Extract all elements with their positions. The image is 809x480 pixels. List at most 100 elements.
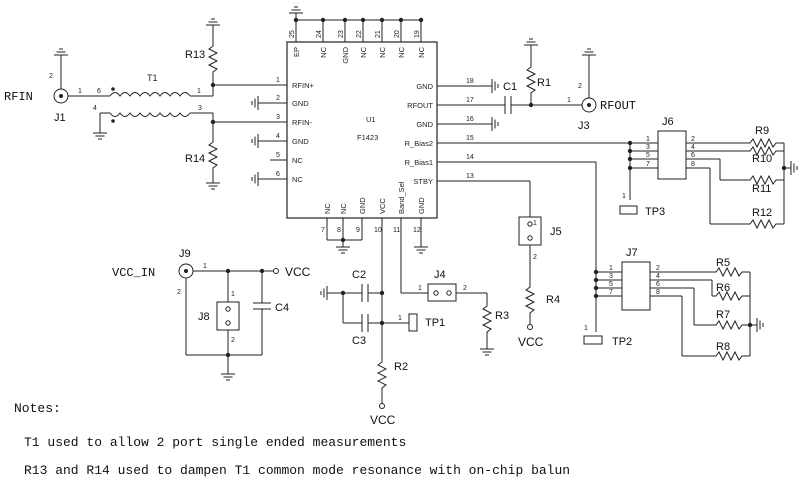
ref-c4: C4: [275, 302, 289, 314]
pin-name: NC: [319, 46, 328, 57]
svg-text:2: 2: [463, 285, 467, 292]
net-rfin: RFIN: [4, 90, 33, 104]
pin-name: VCC: [378, 198, 387, 214]
pin-num: 11: [393, 227, 400, 234]
net-vcc-r4: VCC: [518, 335, 544, 349]
net-vcc-r2: VCC: [370, 413, 396, 427]
svg-text:3: 3: [198, 105, 202, 112]
pin-num: 2: [276, 95, 280, 102]
vcc-input-section: J9 VCC_IN 1 VCC 2 1 J8 2 C4: [112, 248, 311, 381]
svg-text:2: 2: [691, 136, 695, 143]
ref-j1: J1: [54, 112, 66, 124]
svg-text:1: 1: [584, 325, 588, 332]
ref-j8: J8: [198, 311, 210, 323]
pin-name: GND: [292, 137, 309, 146]
pin-num: 20: [394, 30, 401, 38]
pin-name: STBY: [413, 177, 433, 186]
ic-part: F1423: [357, 133, 378, 142]
pin-name: NC: [292, 156, 303, 165]
ic-left-pins: 1 2 3 4 5 6 RFIN+ GND RFIN- GND NC NC: [213, 77, 314, 187]
svg-text:4: 4: [656, 273, 660, 280]
ref-r2: R2: [394, 361, 408, 373]
pin-num: 23: [338, 30, 345, 38]
ref-r11: R11: [752, 183, 771, 195]
ref-c2: C2: [352, 269, 366, 281]
svg-text:4: 4: [93, 105, 97, 112]
ref-j3: J3: [578, 120, 590, 132]
svg-text:1: 1: [418, 285, 422, 292]
ref-tp2: TP2: [612, 336, 632, 348]
ref-r12: R12: [752, 207, 772, 219]
pin-name: R_Bias2: [405, 139, 433, 148]
pin-num: 4: [276, 133, 280, 140]
pin-name: NC: [417, 46, 426, 57]
pin-name: NC: [292, 175, 303, 184]
ref-r7: R7: [716, 309, 730, 321]
ref-r6: R6: [716, 282, 730, 294]
svg-text:4: 4: [691, 144, 695, 151]
svg-text:7: 7: [646, 161, 650, 168]
ref-r14: R14: [185, 153, 205, 165]
svg-text:1: 1: [567, 97, 571, 104]
ref-r1: R1: [537, 77, 551, 89]
ref-tp1: TP1: [425, 317, 445, 329]
net-vcc-in-label: VCC: [285, 265, 311, 279]
svg-text:1: 1: [533, 220, 537, 227]
svg-text:1: 1: [609, 265, 613, 272]
pin-name: RFIN-: [292, 118, 312, 127]
svg-text:1: 1: [398, 315, 402, 322]
pin-name: GND: [416, 120, 433, 129]
ic-right-pins: 18 17 16 15 14 13 GND RFOUT GND R_Bias2 …: [405, 78, 630, 186]
band-select-section: 1 J4 2 R3: [401, 269, 509, 356]
svg-text:2: 2: [49, 73, 53, 80]
pin-num: 24: [316, 30, 323, 38]
pin-num: 17: [466, 97, 474, 104]
ref-r3: R3: [495, 310, 509, 322]
pin-name: RFIN+: [292, 81, 314, 90]
ref-c3: C3: [352, 335, 366, 347]
pin-name: NC: [378, 46, 387, 57]
svg-text:7: 7: [609, 289, 613, 296]
pin-num: 8: [337, 227, 341, 234]
ref-j6: J6: [662, 116, 674, 128]
notes: Notes: T1 used to allow 2 port single en…: [14, 401, 570, 478]
ref-t1: T1: [147, 73, 158, 83]
bias1-jumper-section: J7 1 3 5 7 2 4 6 8 1 TP2: [583, 162, 764, 361]
pin-num: 3: [276, 114, 280, 121]
notes-heading: Notes:: [14, 401, 61, 416]
svg-text:1: 1: [78, 88, 82, 95]
standby-section: 1 J5 2 R4 VCC: [518, 181, 562, 349]
pin-name: NC: [339, 203, 348, 214]
pin-num: 1: [276, 77, 280, 84]
ref-r5: R5: [716, 257, 730, 269]
pin-name: Band_Sel: [397, 181, 406, 214]
pin-name: RFOUT: [407, 101, 433, 110]
ic-bottom-pins: 7 8 9 10 11 12 NC NC GND VCC Band_Sel GN…: [321, 181, 429, 323]
vcc-decoupling-section: C2 C3 1 TP1 R2 VCC: [320, 269, 445, 427]
pin-num: 7: [321, 227, 325, 234]
ref-r8: R8: [716, 341, 730, 353]
ic-ref: U1: [366, 115, 376, 124]
pin-num: 13: [466, 173, 474, 180]
pin-num: 6: [276, 171, 280, 178]
svg-text:5: 5: [646, 152, 650, 159]
pin-num: 16: [466, 116, 474, 123]
pin-num: 15: [466, 135, 474, 142]
rf-output-section: C1 R1 1 2 RFOUT J3: [503, 38, 636, 132]
svg-text:2: 2: [533, 254, 537, 261]
svg-text:1: 1: [622, 193, 626, 200]
pin-num: 9: [356, 227, 360, 234]
pin-num: 10: [374, 227, 382, 234]
net-rfout: RFOUT: [600, 99, 636, 113]
ref-c1: C1: [503, 81, 517, 93]
pin-name: GND: [416, 82, 433, 91]
pin-name: R_Bias1: [405, 158, 433, 167]
svg-text:2: 2: [656, 265, 660, 272]
pin-name: EP: [292, 47, 301, 57]
pin-name: NC: [359, 46, 368, 57]
pin-num: 19: [414, 30, 421, 38]
pin-name: GND: [341, 46, 350, 63]
ic-top-pins: 25 24 23 22 21 20 19 EP NC GND NC NC NC …: [288, 6, 426, 64]
pin-num: 18: [466, 78, 474, 85]
ref-r9: R9: [755, 125, 769, 137]
